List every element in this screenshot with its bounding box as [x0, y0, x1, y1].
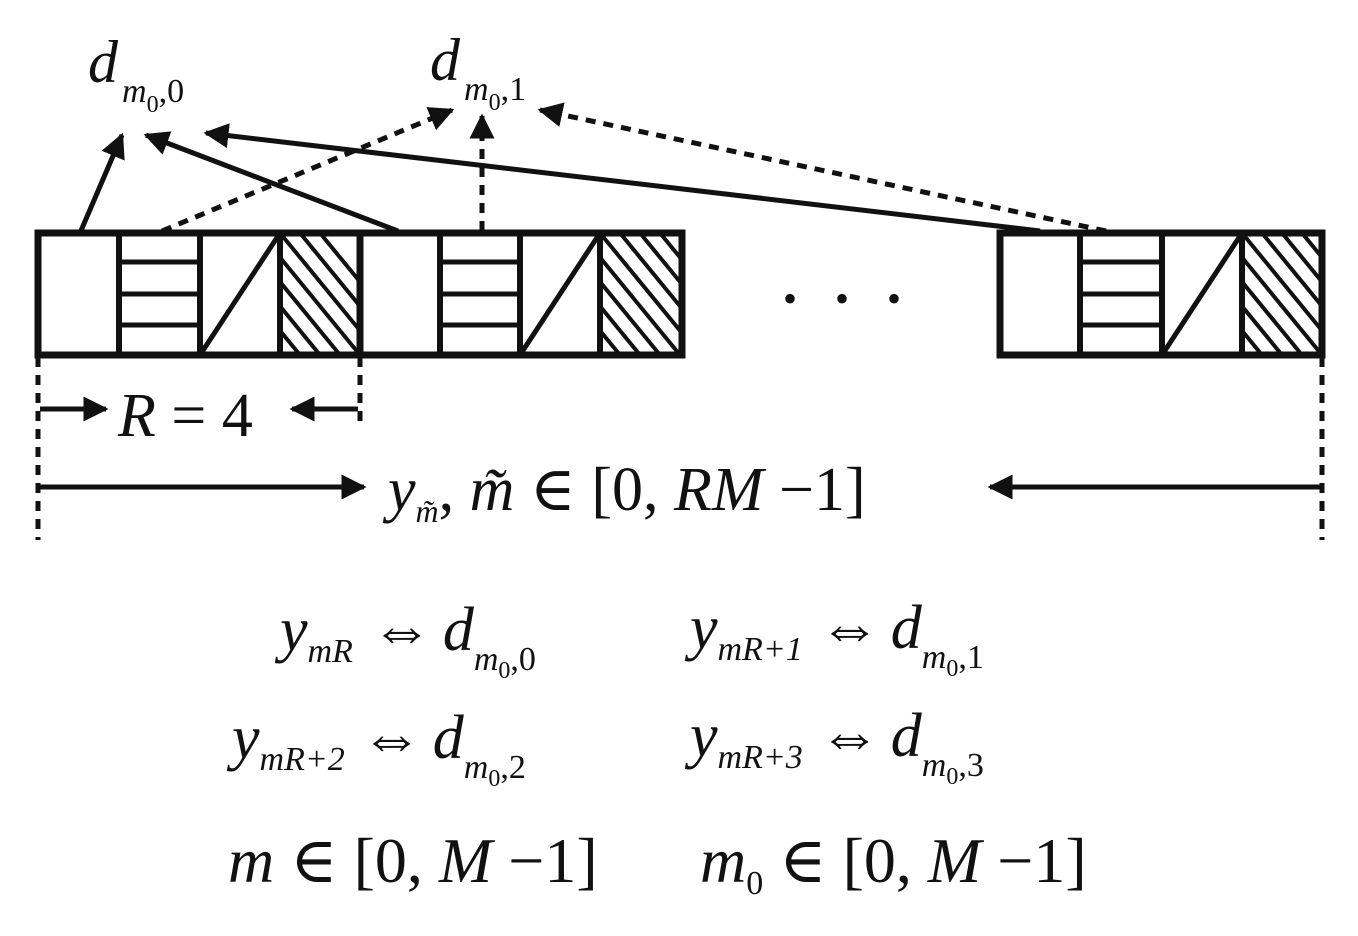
block-1-diagonal: [197, 231, 283, 357]
arrow-dashed: [161, 107, 455, 234]
block-2: [356, 229, 686, 359]
block-3-diagonal: [1159, 231, 1245, 357]
block-2-horizontal-hatch: [440, 259, 520, 328]
eq-ymR1-d1: ymR+1⇔dm0,1: [684, 594, 984, 682]
arrow-solid: [143, 131, 399, 234]
r-dimension: R = 4: [35, 357, 1325, 540]
arrow-dashed: [537, 102, 1107, 234]
mapping-arrows: [77, 102, 1107, 234]
arrow-solid: [77, 132, 125, 234]
block-1: [34, 229, 364, 359]
m0-range: m0 ∈ [0, M −1]: [700, 825, 1087, 902]
ellipsis: • • •: [783, 276, 915, 321]
block-1-dense-hatch: [280, 233, 360, 355]
eq-ymR3-d3: ymR+3⇔dm0,3: [684, 702, 984, 790]
block-3-dense-hatch: [1242, 233, 1322, 355]
r-label: R = 4: [117, 382, 253, 450]
m-range: m ∈ [0, M −1]: [228, 825, 598, 896]
range-label: ym̃, m̃ ∈ [0, RM −1]: [382, 456, 866, 529]
arrow-solid: [203, 123, 1041, 234]
eq-ymR2-d2: ymR+2⇔dm0,2: [226, 704, 526, 792]
block-2-diagonal: [517, 231, 603, 357]
y-range: ym̃, m̃ ∈ [0, RM −1]: [40, 456, 1320, 529]
block-1-horizontal-hatch: [119, 259, 200, 328]
eq-ymR-d0: ymR⇔dm0,0: [274, 596, 536, 684]
block-3: [996, 229, 1326, 359]
block-2-dense-hatch: [600, 233, 682, 355]
block-3-horizontal-hatch: [1080, 259, 1162, 328]
